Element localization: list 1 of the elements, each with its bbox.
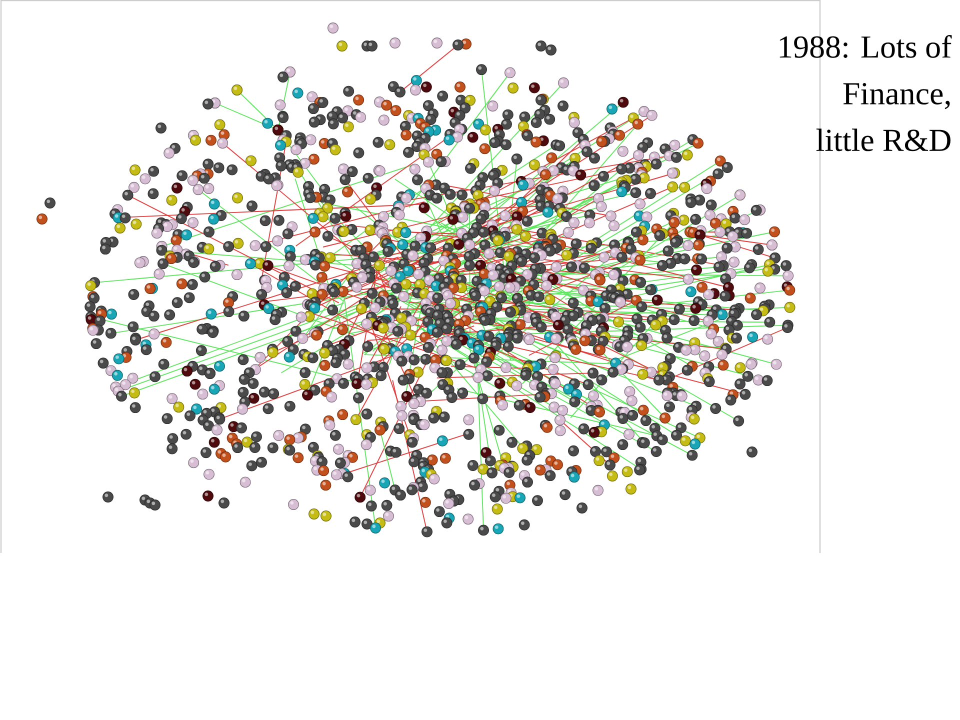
title: 1988: Lots of Finance, little R&D (780, 35, 952, 152)
